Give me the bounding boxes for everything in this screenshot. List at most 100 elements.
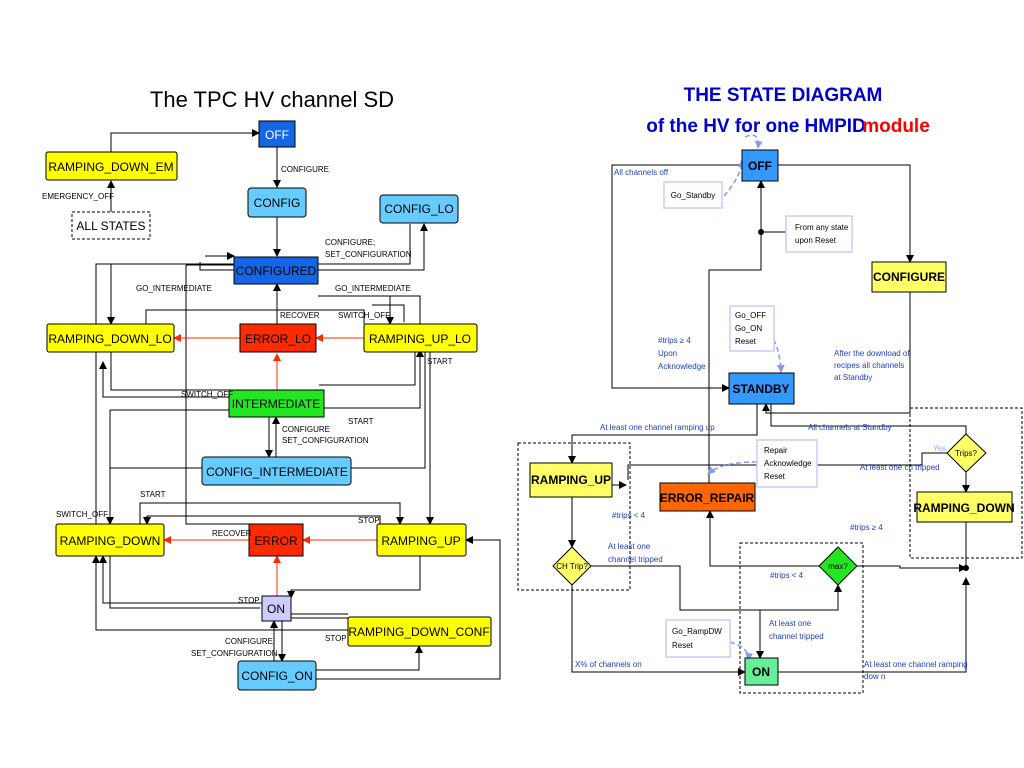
svg-text:RAMPING_UP_LO: RAMPING_UP_LO bbox=[369, 332, 471, 346]
svg-text:recipes all channels: recipes all channels bbox=[834, 361, 904, 370]
state-error: ERROR bbox=[248, 523, 304, 557]
state-ramping-up-lo: RAMPING_UP_LO bbox=[363, 323, 478, 353]
svg-text:Yes: Yes bbox=[933, 444, 946, 453]
svg-text:RECOVER: RECOVER bbox=[212, 529, 252, 538]
state-ramping-down-lo: RAMPING_DOWN_LO bbox=[46, 323, 175, 353]
svg-text:EMERGENCY_OFF: EMERGENCY_OFF bbox=[42, 192, 114, 201]
svg-text:STOP: STOP bbox=[325, 634, 347, 643]
hmpid-state-ramping-down: RAMPING_DOWN bbox=[913, 491, 1015, 523]
svg-text:ERROR_LO: ERROR_LO bbox=[245, 332, 311, 346]
svg-text:START: START bbox=[140, 490, 166, 499]
svg-text:RAMPING_DOWN_CONF: RAMPING_DOWN_CONF bbox=[348, 625, 489, 639]
state-config-on: CONFIG_ON bbox=[237, 660, 317, 691]
decision-ch-trip: CH Trip? bbox=[552, 546, 592, 586]
state-error-lo: ERROR_LO bbox=[239, 323, 317, 353]
right-title-line1: THE STATE DIAGRAM bbox=[684, 85, 883, 106]
svg-text:STOP: STOP bbox=[358, 516, 380, 525]
svg-text:At least one channel ramping: At least one channel ramping bbox=[864, 660, 968, 669]
svg-text:At least one: At least one bbox=[608, 542, 651, 551]
svg-text:INTERMEDIATE: INTERMEDIATE bbox=[232, 397, 320, 411]
state-config-lo: CONFIG_LO bbox=[379, 194, 459, 224]
svg-text:Go_OFF: Go_OFF bbox=[735, 311, 766, 320]
note-from-any-state: From any state upon Reset bbox=[785, 215, 853, 253]
note-go-off: Go_OFF Go_ON Reset bbox=[729, 305, 775, 352]
svg-text:At least one ch tripped: At least one ch tripped bbox=[860, 463, 940, 472]
svg-text:SET_CONFIGURATION: SET_CONFIGURATION bbox=[191, 649, 278, 658]
svg-text:channel tripped: channel tripped bbox=[769, 632, 824, 641]
svg-text:channel tripped: channel tripped bbox=[608, 555, 663, 564]
svg-text:Go_ON: Go_ON bbox=[735, 324, 762, 333]
svg-text:SWITCH_OFF: SWITCH_OFF bbox=[56, 510, 108, 519]
note-go-standby: Go_Standby bbox=[663, 181, 723, 209]
svg-text:START: START bbox=[348, 417, 374, 426]
left-title: The TPC HV channel SD bbox=[150, 87, 394, 112]
svg-text:CONFIGURE: CONFIGURE bbox=[225, 637, 273, 646]
right-title-module: module bbox=[862, 116, 930, 137]
svg-text:OFF: OFF bbox=[748, 159, 772, 173]
right-transition-labels: All channels off #trips ≥ 4 Upon Acknowl… bbox=[575, 168, 968, 681]
svg-text:CH Trip?: CH Trip? bbox=[556, 562, 588, 571]
svg-text:SWITCH_OFF: SWITCH_OFF bbox=[181, 390, 233, 399]
note-go-rampdw: Go_RampDW Reset bbox=[665, 619, 731, 658]
left-transition-labels: CONFIGURE EMERGENCY_OFF CONFIGURE; SET_C… bbox=[42, 165, 453, 658]
svg-text:SET_CONFIGURATION: SET_CONFIGURATION bbox=[282, 436, 369, 445]
state-config-intermediate: CONFIG_INTERMEDIATE bbox=[201, 456, 352, 486]
svg-text:ON: ON bbox=[267, 602, 285, 616]
svg-text:Acknowledge: Acknowledge bbox=[658, 362, 706, 371]
decision-max: max? bbox=[818, 546, 858, 586]
hmpid-state-error-repair: ERROR_REPAIR bbox=[659, 482, 756, 512]
state-ramping-up: RAMPING_UP bbox=[376, 523, 467, 557]
svg-text:Reset: Reset bbox=[735, 337, 757, 346]
svg-text:Trips?: Trips? bbox=[955, 449, 977, 458]
svg-text:Acknowledge: Acknowledge bbox=[764, 459, 812, 468]
svg-text:RECOVER: RECOVER bbox=[280, 311, 320, 320]
hmpid-state-configure: CONFIGURE bbox=[871, 261, 947, 293]
svg-text:max?: max? bbox=[828, 562, 848, 571]
state-off: OFF bbox=[258, 120, 296, 148]
svg-text:STANDBY: STANDBY bbox=[732, 382, 789, 396]
svg-text:At least one channel ramping u: At least one channel ramping up bbox=[600, 423, 715, 432]
svg-text:Go_Standby: Go_Standby bbox=[671, 191, 715, 200]
svg-text:RAMPING_UP: RAMPING_UP bbox=[381, 534, 460, 548]
svg-text:Upon: Upon bbox=[658, 349, 677, 358]
svg-text:RAMPING_UP: RAMPING_UP bbox=[531, 473, 611, 487]
left-connectors bbox=[92, 129, 501, 680]
svg-text:CONFIGURE: CONFIGURE bbox=[282, 425, 330, 434]
junction-dot bbox=[963, 565, 969, 571]
svg-text:upon Reset: upon Reset bbox=[795, 236, 837, 245]
svg-text:X% of channels on: X% of channels on bbox=[575, 660, 642, 669]
svg-text:CONFIGURE: CONFIGURE bbox=[281, 165, 329, 174]
state-configured: CONFIGURED bbox=[233, 256, 319, 285]
svg-text:Reset: Reset bbox=[764, 472, 786, 481]
svg-text:CONFIG_INTERMEDIATE: CONFIG_INTERMEDIATE bbox=[206, 465, 348, 479]
hmpid-state-on: ON bbox=[744, 657, 779, 686]
state-config: CONFIG bbox=[247, 187, 307, 218]
svg-text:Reset: Reset bbox=[672, 641, 694, 650]
svg-text:Go_RampDW: Go_RampDW bbox=[672, 627, 722, 636]
left-error-arrows bbox=[163, 334, 377, 596]
svg-text:After the download of: After the download of bbox=[834, 349, 910, 358]
hmpid-state-standby: STANDBY bbox=[728, 372, 795, 405]
right-title-line2: of the HV for one HMPID bbox=[646, 116, 866, 137]
junction-dot bbox=[758, 229, 764, 235]
svg-text:CONFIGURE: CONFIGURE bbox=[873, 270, 945, 284]
svg-text:#trips < 4: #trips < 4 bbox=[612, 511, 646, 520]
decision-trips: Trips? bbox=[946, 433, 987, 473]
svg-text:#trips ≥ 4: #trips ≥ 4 bbox=[850, 523, 883, 532]
svg-text:CONFIGURED: CONFIGURED bbox=[236, 264, 317, 278]
svg-text:RAMPING_DOWN: RAMPING_DOWN bbox=[60, 534, 161, 548]
state-ramping-down-conf: RAMPING_DOWN_CONF bbox=[347, 616, 492, 647]
svg-text:CONFIG: CONFIG bbox=[254, 196, 301, 210]
svg-text:SET_CONFIGURATION: SET_CONFIGURATION bbox=[325, 250, 412, 259]
svg-text:CONFIG_LO: CONFIG_LO bbox=[384, 202, 453, 216]
svg-text:All channels at Standby: All channels at Standby bbox=[808, 423, 892, 432]
svg-text:RAMPING_DOWN_LO: RAMPING_DOWN_LO bbox=[48, 332, 171, 346]
hmpid-state-ramping-up: RAMPING_UP bbox=[529, 462, 613, 498]
state-intermediate: INTERMEDIATE bbox=[228, 389, 325, 418]
svg-text:#trips ≥ 4: #trips ≥ 4 bbox=[658, 336, 691, 345]
group-ramping-up bbox=[517, 442, 631, 591]
svg-text:CONFIG_ON: CONFIG_ON bbox=[241, 669, 312, 683]
note-repair: Repair Acknowledge Reset bbox=[756, 439, 818, 488]
state-on: ON bbox=[261, 595, 292, 622]
